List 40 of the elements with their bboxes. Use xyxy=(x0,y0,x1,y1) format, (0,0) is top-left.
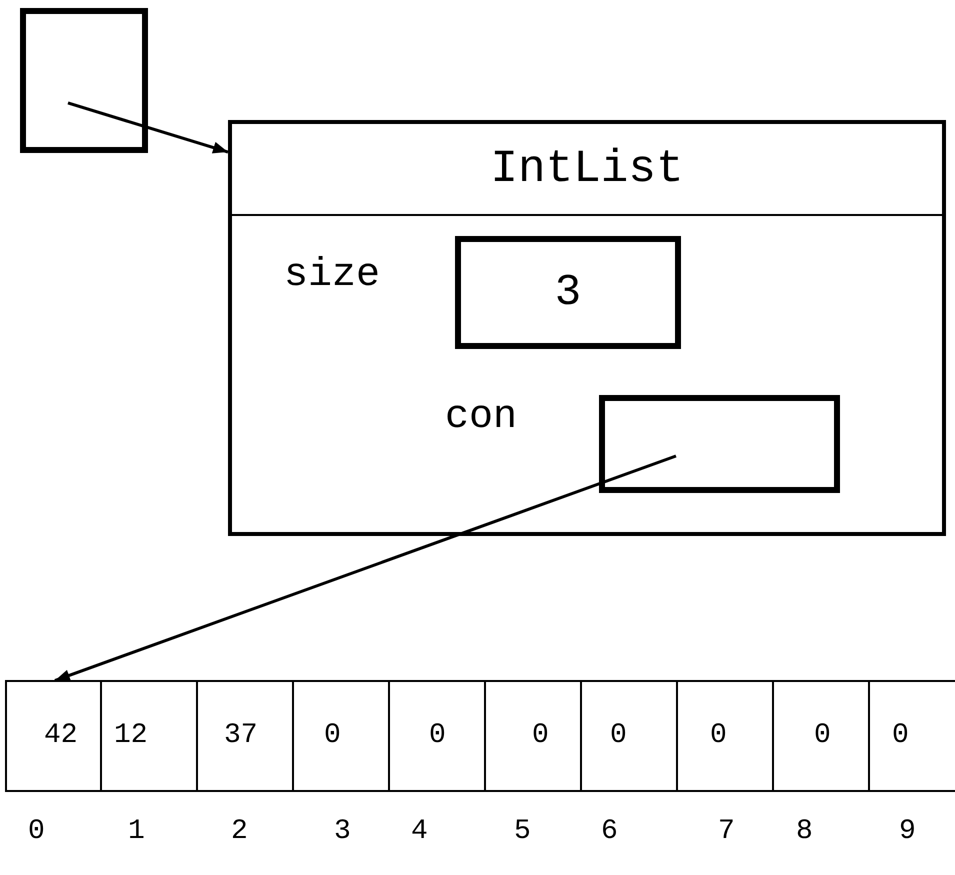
field-label: size xyxy=(284,256,380,296)
class-name: IntList xyxy=(490,146,684,192)
array-cell xyxy=(772,680,870,792)
cell-value: 0 xyxy=(710,722,727,750)
cell-value: 37 xyxy=(224,722,258,750)
index-label: 1 xyxy=(128,818,145,846)
index-label: 0 xyxy=(28,818,45,846)
pointer-box xyxy=(20,8,148,153)
cell-value: 0 xyxy=(892,722,909,750)
arrow xyxy=(54,454,676,682)
array-cell xyxy=(388,680,486,792)
index-label: 4 xyxy=(411,818,428,846)
array-cell xyxy=(580,680,678,792)
index-label: 7 xyxy=(718,818,735,846)
array-cell xyxy=(100,680,198,792)
field-box xyxy=(599,395,840,493)
array-cell xyxy=(196,680,294,792)
index-label: 5 xyxy=(514,818,531,846)
cell-value: 42 xyxy=(44,722,78,750)
index-label: 9 xyxy=(899,818,916,846)
field-box xyxy=(455,236,681,349)
index-label: 3 xyxy=(334,818,351,846)
cell-value: 0 xyxy=(814,722,831,750)
field-label: con xyxy=(445,398,518,438)
cell-value: 12 xyxy=(114,722,148,750)
index-label: 8 xyxy=(796,818,813,846)
cell-value: 0 xyxy=(610,722,627,750)
object-box xyxy=(228,120,946,536)
cell-value: 0 xyxy=(429,722,446,750)
arrow xyxy=(68,102,228,154)
index-label: 6 xyxy=(601,818,618,846)
cell-value: 0 xyxy=(324,722,341,750)
array-cell xyxy=(484,680,582,792)
cell-value: 0 xyxy=(532,722,549,750)
array-cell xyxy=(5,680,102,792)
array-cell xyxy=(868,680,955,792)
field-value: 3 xyxy=(554,270,582,314)
index-label: 2 xyxy=(231,818,248,846)
array-cell xyxy=(292,680,390,792)
array-cell xyxy=(676,680,774,792)
